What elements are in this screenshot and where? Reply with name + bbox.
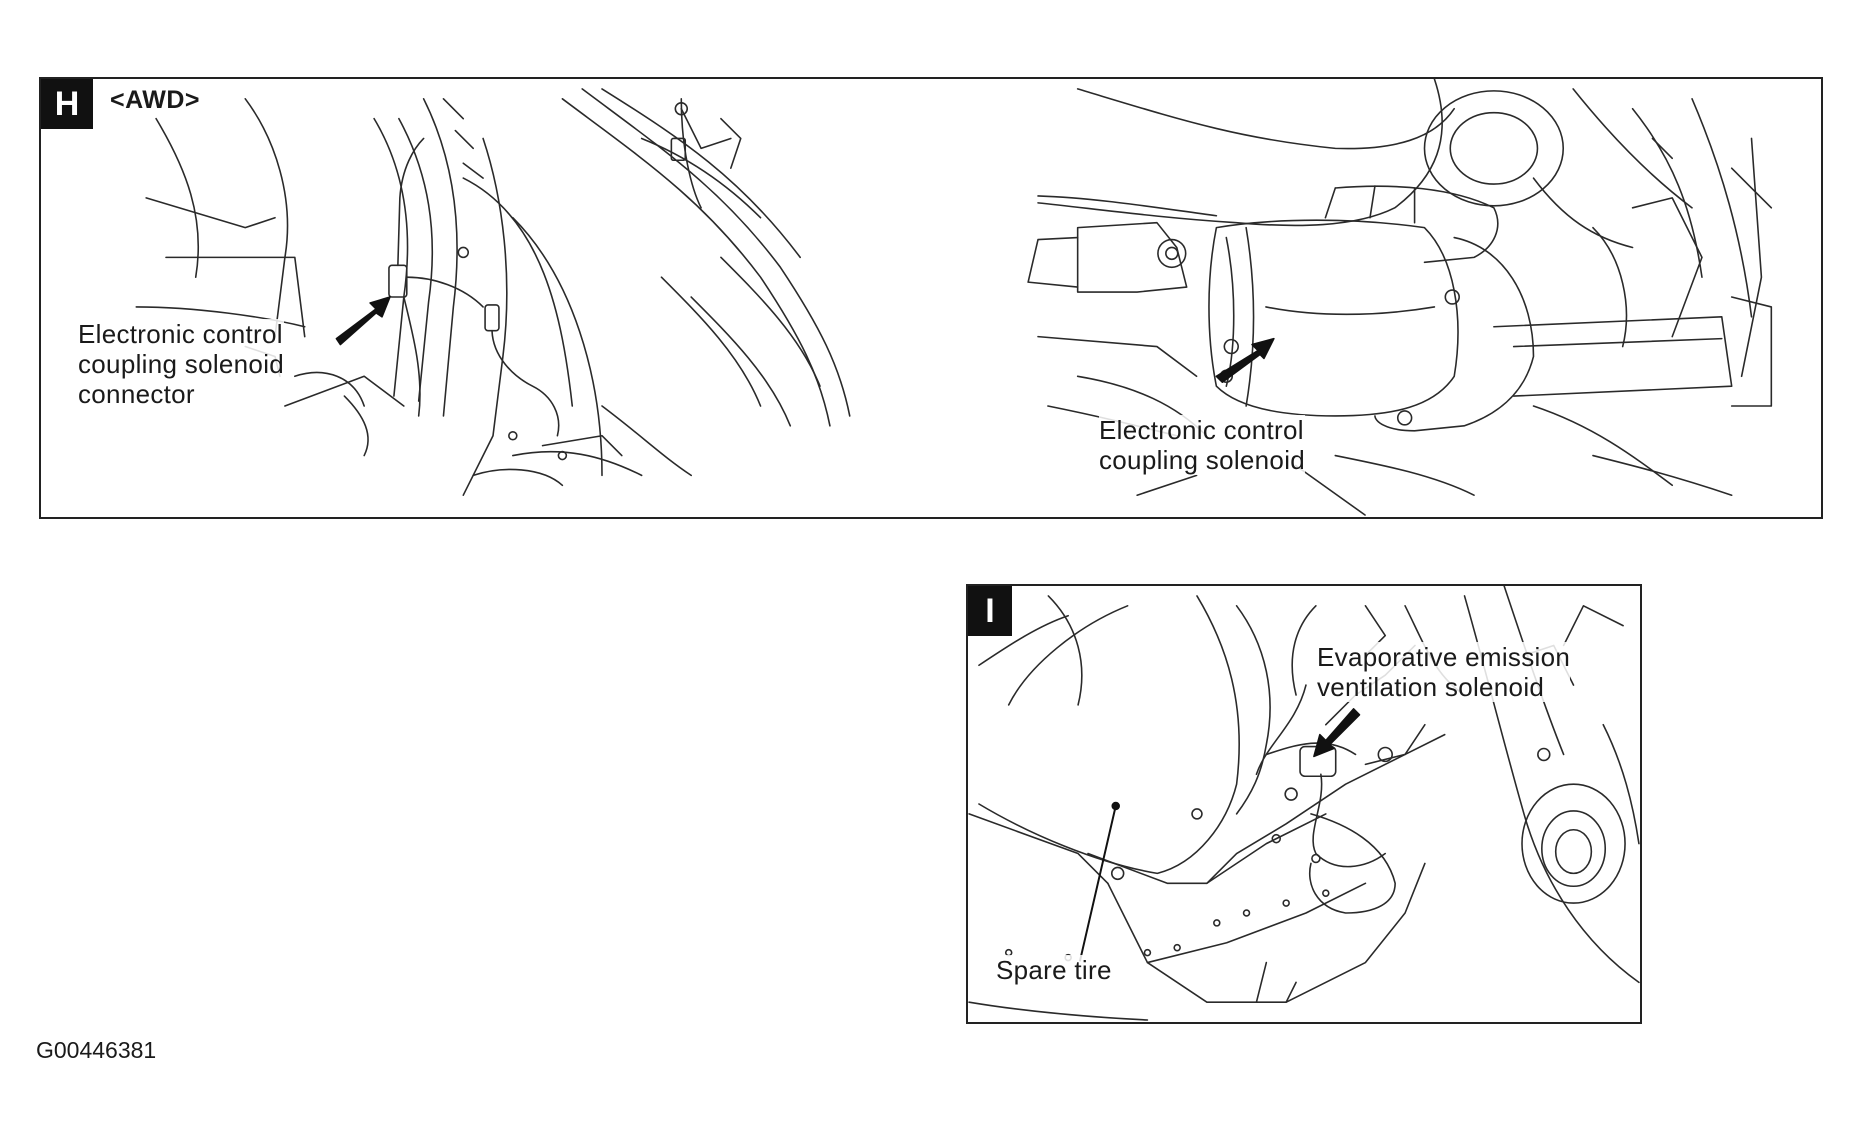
awd-tag: <AWD> xyxy=(110,86,201,115)
panel-h-letter: H xyxy=(41,79,93,129)
figure-id: G00446381 xyxy=(36,1037,157,1063)
leader-line xyxy=(1079,804,1117,962)
panel-h-awd: H <AWD> Electronic control coupling sole… xyxy=(39,77,1823,519)
arrow-icon xyxy=(1313,708,1361,758)
arrow-icon xyxy=(1215,337,1275,384)
panel-i-evap: I Evaporative emission ventilation solen… xyxy=(966,584,1642,1024)
callout-coupling-solenoid-connector: Electronic control coupling solenoid con… xyxy=(78,319,285,409)
panel-i-letter: I xyxy=(968,586,1012,636)
awd-underbody-illustration xyxy=(135,79,1773,516)
arrow-icon xyxy=(335,296,391,346)
left-view-linework xyxy=(135,88,851,496)
callout-evap-ventilation-solenoid: Evaporative emission ventilation solenoi… xyxy=(1317,642,1571,702)
callout-coupling-solenoid: Electronic control coupling solenoid xyxy=(1099,415,1306,475)
right-view-linework xyxy=(1027,79,1773,516)
callout-spare-tire: Spare tire xyxy=(996,955,1112,985)
